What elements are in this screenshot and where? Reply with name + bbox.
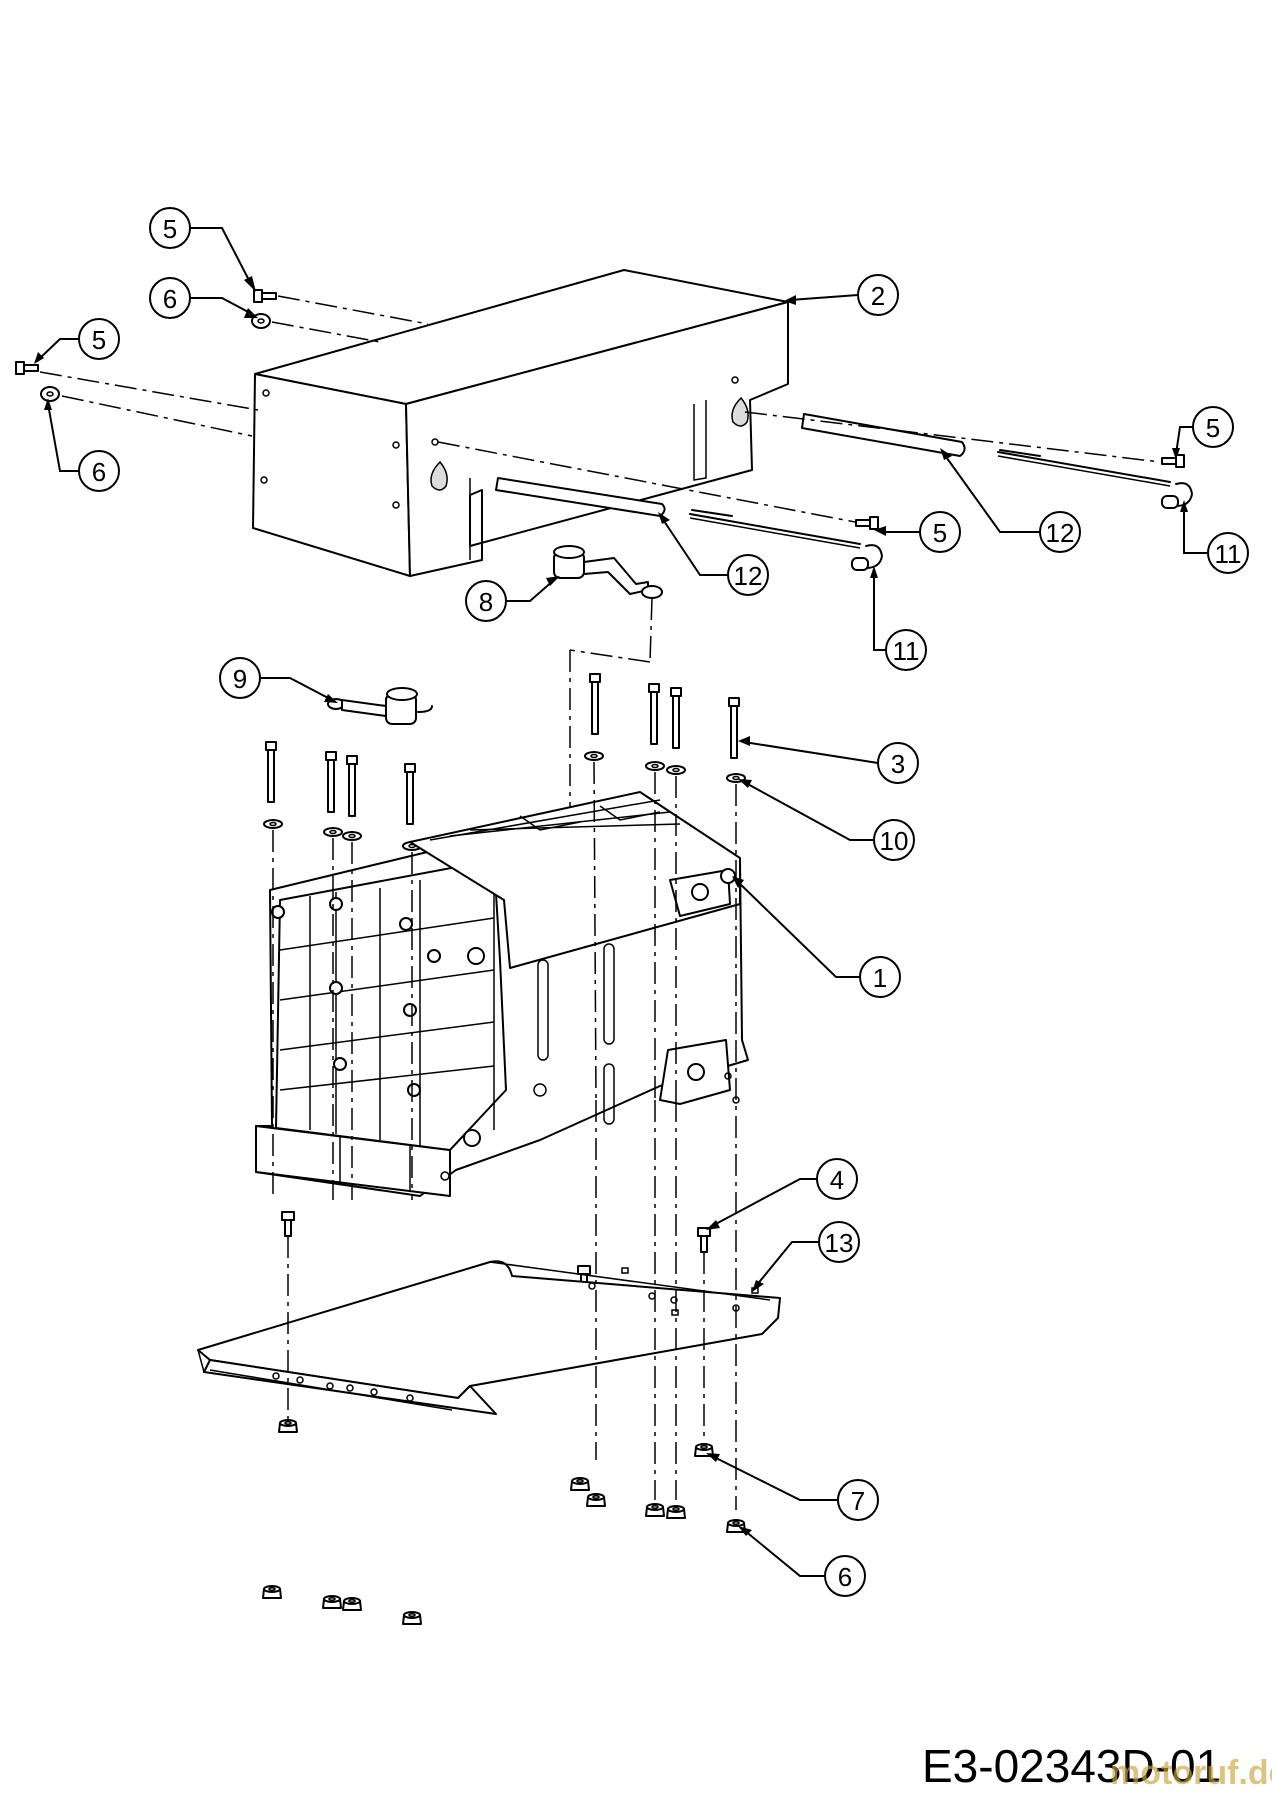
callout-6-left: 6 (78, 450, 120, 492)
svg-text:7: 7 (851, 1486, 865, 1516)
callout-10: 10 (873, 819, 915, 861)
rod-rear (801, 413, 1171, 487)
callout-1: 1 (859, 956, 901, 998)
callout-6-top: 6 (149, 277, 191, 319)
leaders (34, 227, 1208, 1577)
svg-text:1: 1 (873, 963, 887, 993)
svg-text:11: 11 (1215, 539, 1242, 569)
screw-rod-rear (1161, 454, 1185, 468)
callout-12-right: 12 (1039, 511, 1081, 553)
callout-2: 2 (857, 274, 899, 316)
cable-connector-9 (327, 687, 433, 725)
screw-left (15, 361, 39, 375)
callout-12-mid: 12 (727, 554, 769, 596)
callout-5-top: 5 (149, 207, 191, 249)
short-bolt-right (697, 1227, 711, 1253)
svg-text:12: 12 (1046, 518, 1075, 548)
callout-8: 8 (465, 580, 507, 622)
cable-connector-8 (553, 545, 663, 599)
svg-text:4: 4 (830, 1165, 844, 1195)
watermark: motoruf.de (1110, 1754, 1272, 1792)
battery-pack (255, 791, 749, 1197)
callout-11-right: 11 (1207, 532, 1249, 574)
svg-text:9: 9 (233, 664, 247, 694)
svg-text:3: 3 (891, 749, 905, 779)
svg-text:11: 11 (893, 636, 920, 666)
svg-text:13: 13 (825, 1228, 854, 1258)
callout-13: 13 (818, 1221, 860, 1263)
callout-5-mid: 5 (919, 511, 961, 553)
j-hook-rear (1161, 482, 1193, 509)
svg-text:5: 5 (933, 518, 947, 548)
callout-5-right: 5 (1192, 406, 1234, 448)
callout-9: 9 (219, 657, 261, 699)
callout-7: 7 (837, 1479, 879, 1521)
svg-text:5: 5 (1206, 413, 1220, 443)
svg-text:8: 8 (479, 587, 493, 617)
svg-text:12: 12 (734, 561, 763, 591)
svg-text:5: 5 (92, 325, 106, 355)
mounting-plate (197, 1260, 781, 1415)
screw-rod-front (855, 516, 879, 530)
callout-6-bottom: 6 (824, 1555, 866, 1597)
reference-code: E3-02343D-01 (922, 1740, 1221, 1792)
top-bolts (265, 673, 740, 825)
callout-4: 4 (816, 1158, 858, 1200)
svg-text:5: 5 (163, 214, 177, 244)
callout-5-left: 5 (78, 318, 120, 360)
svg-text:10: 10 (880, 826, 909, 856)
nuts (262, 1419, 746, 1625)
callout-3: 3 (877, 742, 919, 784)
j-hook-front (851, 544, 883, 571)
svg-text:2: 2 (871, 281, 885, 311)
svg-text:6: 6 (838, 1562, 852, 1592)
bushing-left (40, 386, 60, 402)
screw-top (253, 289, 277, 303)
svg-text:6: 6 (163, 284, 177, 314)
short-bolt-left (281, 1211, 295, 1237)
callout-11-mid: 11 (885, 629, 927, 671)
svg-text:6: 6 (92, 457, 106, 487)
battery-cover (252, 269, 789, 577)
